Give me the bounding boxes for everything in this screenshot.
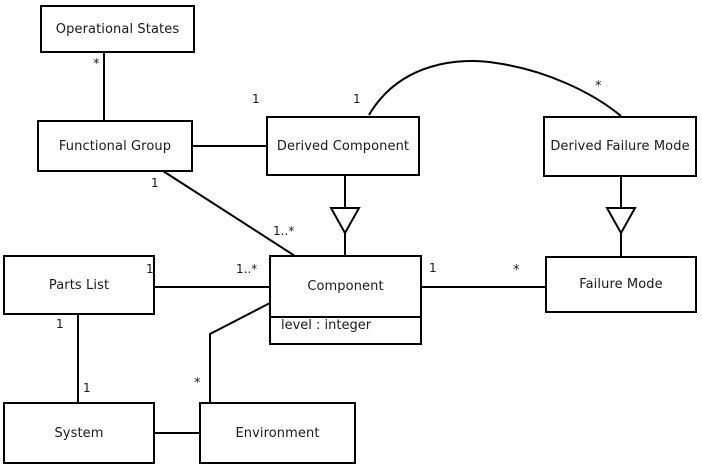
class-name-operational-states: Operational States: [55, 21, 180, 37]
hollow-triangle-down-icon-component: [329, 207, 361, 236]
class-attribute-component-level: level : integer: [271, 316, 420, 333]
class-box-operational-states[interactable]: Operational States: [40, 5, 195, 53]
class-name-derived-failure-mode: Derived Failure Mode: [550, 139, 690, 154]
connector-component-environment: [209, 302, 271, 402]
class-box-parts-list[interactable]: Parts List: [3, 255, 155, 315]
class-name-parts-list: Parts List: [48, 277, 110, 293]
multiplicity-label-functional-group-component-to: 1..*: [273, 224, 295, 238]
multiplicity-label-functional-group-derived-component: 1: [252, 92, 260, 106]
multiplicity-label-component-failure-mode-to: *: [513, 263, 520, 278]
multiplicity-label-component-failure-mode-from: 1: [429, 261, 437, 275]
class-box-failure-mode[interactable]: Failure Mode: [545, 256, 697, 313]
class-name-derived-component: Derived Component: [276, 138, 410, 154]
class-box-derived-failure-mode[interactable]: Derived Failure Mode: [543, 116, 697, 177]
connector-functional-group-component: [162, 170, 296, 257]
multiplicity-label-parts-list-system-top: 1: [56, 317, 64, 331]
multiplicity-label-parts-list-component-from: 1: [146, 262, 154, 276]
class-name-failure-mode: Failure Mode: [579, 277, 663, 292]
multiplicity-label-derived-failure-mode-curve: *: [595, 79, 602, 94]
class-box-derived-component[interactable]: Derived Component: [266, 116, 420, 176]
multiplicity-label-parts-list-system-bottom: 1: [83, 381, 91, 395]
multiplicity-label-operational-states: *: [93, 57, 100, 72]
connector-derived-component-derived-failure-mode: [368, 60, 622, 117]
multiplicity-label-parts-list-component-to: 1..*: [236, 262, 258, 276]
class-name-system: System: [54, 425, 104, 441]
multiplicity-label-functional-group-component-from: 1: [151, 176, 159, 190]
class-box-functional-group[interactable]: Functional Group: [37, 120, 193, 172]
class-name-environment: Environment: [235, 425, 320, 441]
hollow-triangle-down-icon-failure-mode: [605, 207, 637, 236]
class-box-system[interactable]: System: [3, 402, 155, 464]
class-box-environment[interactable]: Environment: [199, 402, 356, 464]
class-name-component: Component: [307, 279, 384, 294]
multiplicity-label-derived-component-curve: 1: [353, 92, 361, 106]
class-name-functional-group: Functional Group: [58, 138, 172, 154]
multiplicity-label-component-environment: *: [194, 376, 201, 391]
class-box-component[interactable]: Component level : integer: [269, 255, 422, 345]
